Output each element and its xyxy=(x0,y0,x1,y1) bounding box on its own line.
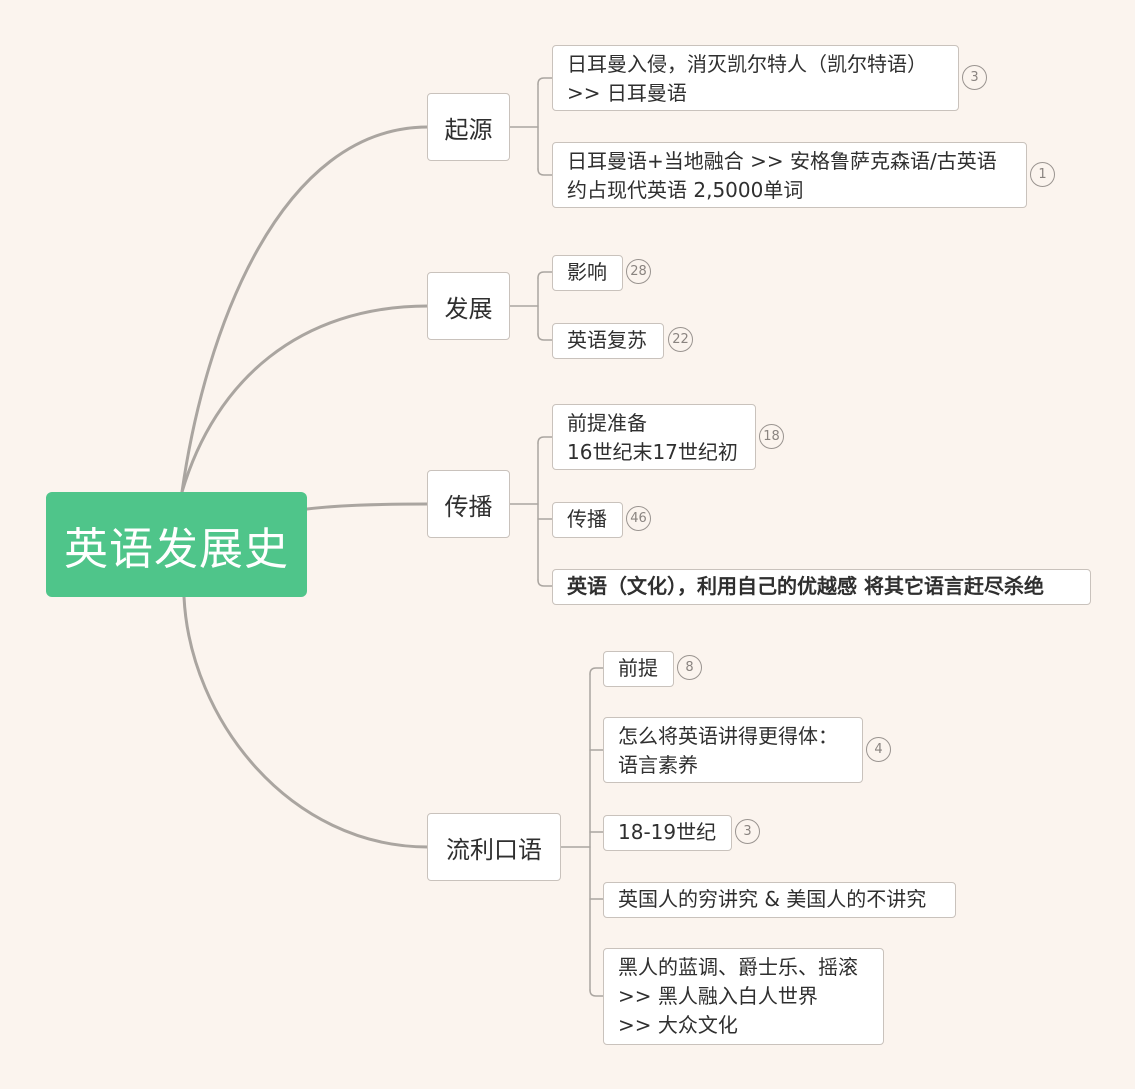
origin-topic-1[interactable]: 日耳曼入侵，消灭凯尔特人（凯尔特语） >> 日耳曼语 xyxy=(552,45,959,111)
spread-topic-3[interactable]: 英语（文化），利用自己的优越感 将其它语言赶尽杀绝 xyxy=(552,569,1091,605)
fluent-topic-4[interactable]: 英国人的穷讲究 & 美国人的不讲究 xyxy=(603,882,956,918)
topic-line: 日耳曼入侵，消灭凯尔特人（凯尔特语） xyxy=(567,52,927,76)
count-badge[interactable]: 3 xyxy=(735,819,760,844)
topic-line: >> 黑人融入白人世界 xyxy=(618,984,818,1008)
topic-line: 英语（文化），利用自己的优越感 将其它语言赶尽杀绝 xyxy=(567,574,1044,598)
topic-line: 传播 xyxy=(567,507,607,531)
topic-line: 18-19世纪 xyxy=(618,820,717,844)
fluent-topic-1[interactable]: 前提 xyxy=(603,651,674,687)
fluent-topic-5[interactable]: 黑人的蓝调、爵士乐、摇滚 >> 黑人融入白人世界 >> 大众文化 xyxy=(603,948,884,1045)
branch-development[interactable]: 发展 xyxy=(427,272,510,340)
child-connector xyxy=(537,168,554,176)
origin-topic-2[interactable]: 日耳曼语+当地融合 >> 安格鲁萨克森语/古英语 约占现代英语 2,5000单词 xyxy=(552,142,1027,208)
child-connector xyxy=(537,436,554,444)
fluent-topic-2[interactable]: 怎么将英语讲得更得体： 语言素养 xyxy=(603,717,863,783)
topic-line: 英国人的穷讲究 & 美国人的不讲究 xyxy=(618,887,927,911)
central-topic[interactable]: 英语发展史 xyxy=(46,492,307,597)
child-connector xyxy=(537,77,554,85)
count-badge[interactable]: 1 xyxy=(1030,162,1055,187)
child-connector xyxy=(537,579,554,587)
count-badge[interactable]: 4 xyxy=(866,737,891,762)
child-connector xyxy=(537,333,554,341)
spread-topic-2[interactable]: 传播 xyxy=(552,502,623,538)
topic-line: 前提 xyxy=(618,656,658,680)
topic-line: 语言素养 xyxy=(618,753,698,777)
topic-line: 约占现代英语 2,5000单词 xyxy=(567,178,804,202)
topic-line: 英语复苏 xyxy=(567,328,647,352)
root-connector xyxy=(180,125,430,494)
count-badge[interactable]: 18 xyxy=(759,424,784,449)
topic-line: 前提准备 xyxy=(567,411,647,435)
topic-line: 影响 xyxy=(567,260,607,284)
topic-line: 怎么将英语讲得更得体： xyxy=(618,724,838,748)
count-badge[interactable]: 3 xyxy=(962,65,987,90)
topic-line: 日耳曼语+当地融合 >> 安格鲁萨克森语/古英语 xyxy=(567,149,997,173)
branch-origin[interactable]: 起源 xyxy=(427,93,510,161)
topic-line: >> 日耳曼语 xyxy=(567,81,687,105)
spread-topic-1[interactable]: 前提准备 16世纪末17世纪初 xyxy=(552,404,756,470)
count-badge[interactable]: 28 xyxy=(626,259,651,284)
fluent-topic-3[interactable]: 18-19世纪 xyxy=(603,815,732,851)
child-connector xyxy=(589,989,605,997)
development-topic-1[interactable]: 影响 xyxy=(552,255,623,291)
development-topic-2[interactable]: 英语复苏 xyxy=(552,323,664,359)
root-connector xyxy=(182,595,430,849)
count-badge[interactable]: 22 xyxy=(668,327,693,352)
child-connector xyxy=(537,271,554,279)
topic-line: 16世纪末17世纪初 xyxy=(567,440,738,464)
topic-line: 黑人的蓝调、爵士乐、摇滚 xyxy=(618,955,858,979)
count-badge[interactable]: 46 xyxy=(626,506,651,531)
branch-spread[interactable]: 传播 xyxy=(427,470,510,538)
branch-fluent-speaking[interactable]: 流利口语 xyxy=(427,813,561,881)
topic-line: >> 大众文化 xyxy=(618,1013,738,1037)
count-badge[interactable]: 8 xyxy=(677,655,702,680)
child-connector xyxy=(589,667,605,675)
root-connector xyxy=(180,304,430,494)
root-connector xyxy=(305,502,430,511)
